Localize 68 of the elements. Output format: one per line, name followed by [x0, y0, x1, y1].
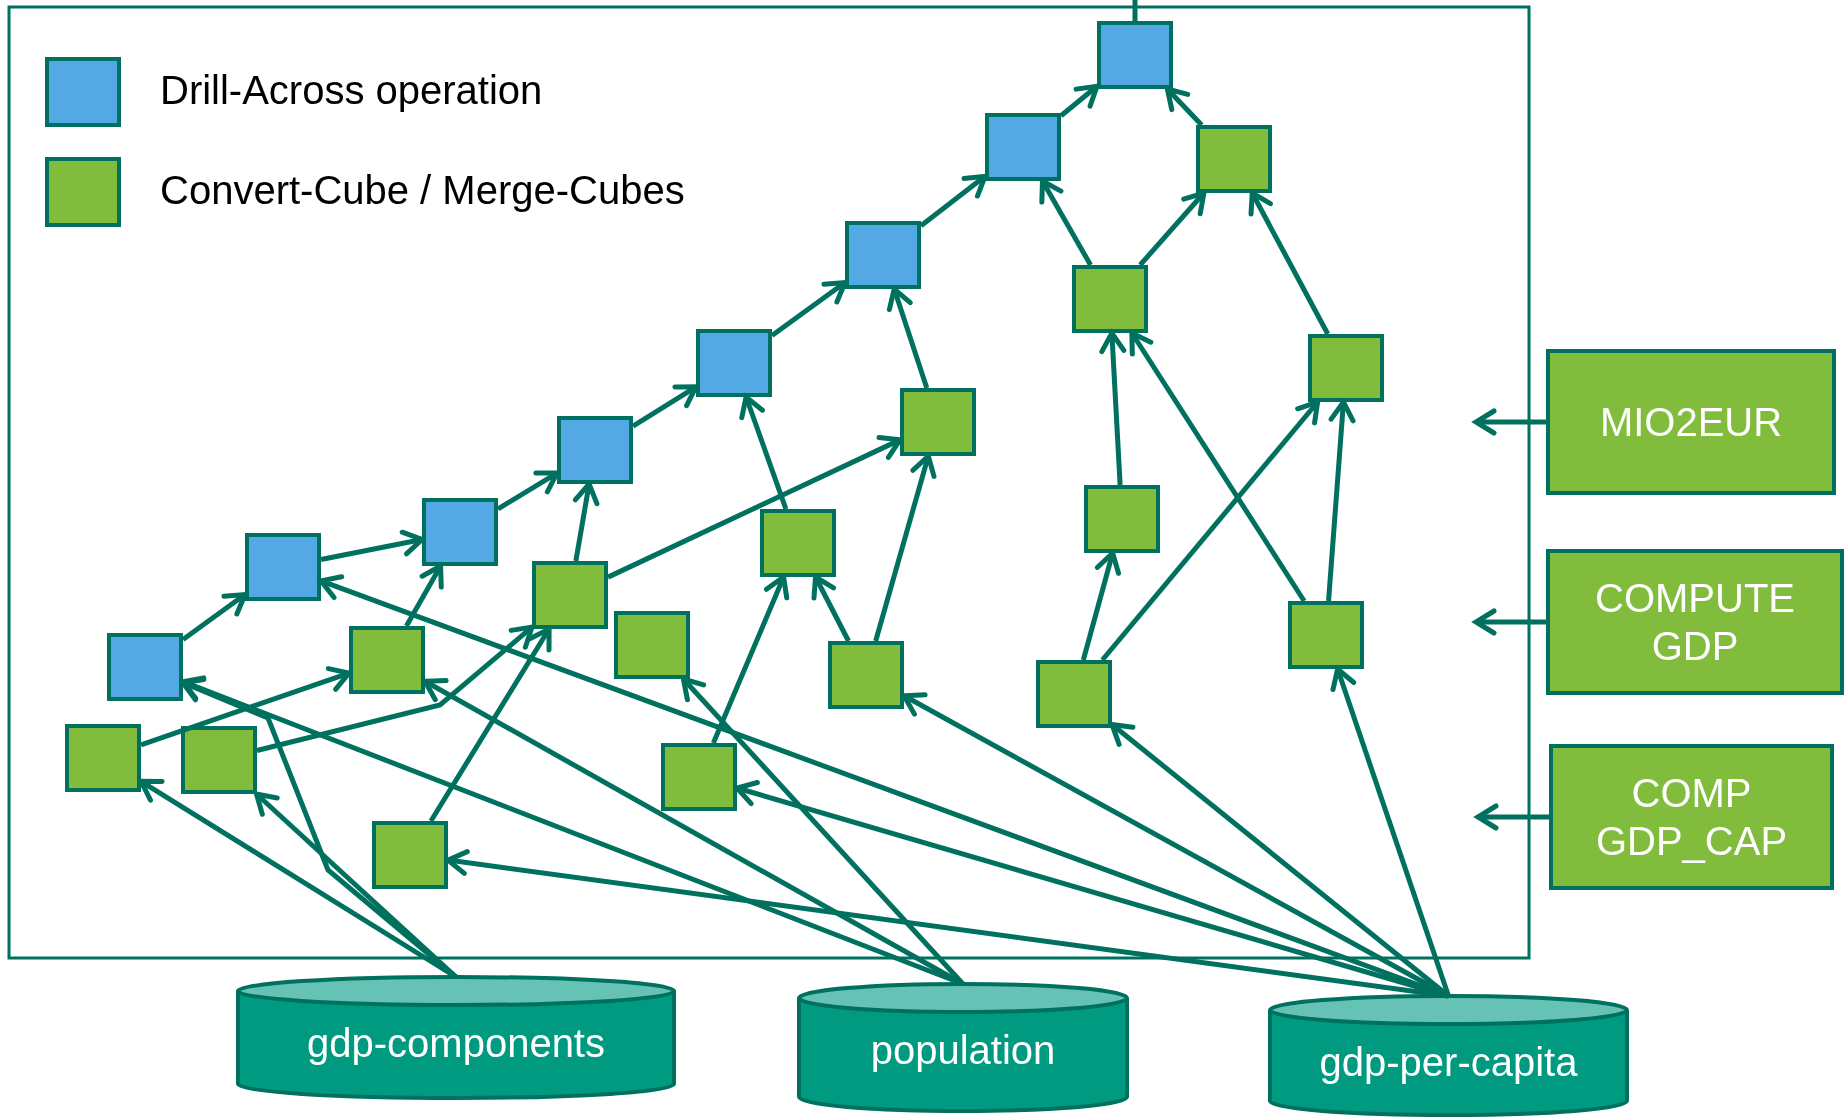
arrow — [1326, 399, 1356, 602]
arrow — [1330, 666, 1451, 997]
cube-box — [900, 388, 976, 456]
arrow — [631, 384, 699, 429]
cube-box — [1308, 334, 1384, 402]
cube-box — [372, 821, 448, 889]
node-label: gdp-components — [306, 1020, 606, 1067]
connector-line — [1132, 0, 1138, 21]
arrow — [428, 626, 552, 823]
arrow — [181, 592, 248, 642]
cube-box — [1288, 601, 1364, 669]
arrow — [496, 470, 560, 512]
arrow — [1099, 330, 1127, 486]
node-label: population — [869, 1027, 1057, 1074]
cube-box — [614, 611, 690, 679]
arrow — [256, 624, 535, 753]
operation-box — [1546, 549, 1844, 695]
node-label: gdp-per-capita — [1318, 1039, 1579, 1086]
arrow — [1039, 178, 1093, 267]
arrow — [606, 435, 903, 580]
cube-box — [985, 113, 1061, 181]
cube-box — [828, 641, 904, 709]
node-label: COMP GDP_CAP — [1594, 770, 1789, 865]
arrow — [1473, 608, 1546, 636]
arrow — [1164, 86, 1204, 127]
cube-box — [349, 626, 425, 694]
arrow — [739, 394, 789, 510]
cube-box — [696, 329, 772, 397]
cube-box — [65, 724, 141, 792]
arrow — [140, 666, 352, 748]
cube-box — [1097, 21, 1173, 89]
cube-box — [1196, 125, 1272, 193]
arrow — [873, 453, 937, 642]
arrow — [886, 286, 930, 389]
arrow — [711, 574, 790, 744]
arrow — [1100, 399, 1321, 662]
operation-box — [1549, 744, 1834, 890]
arrow — [180, 675, 964, 987]
cube-box — [760, 509, 836, 577]
cube-box — [1084, 485, 1160, 553]
cube-box — [181, 726, 257, 794]
arrow — [1080, 550, 1121, 661]
arrow — [1473, 408, 1546, 436]
arrow — [1138, 190, 1207, 267]
cube-box — [107, 633, 183, 701]
cube-box — [245, 533, 321, 601]
arrow — [1475, 803, 1549, 831]
arrow — [572, 481, 600, 562]
arrow — [770, 280, 848, 338]
cube-box — [1036, 660, 1112, 728]
arrow — [404, 563, 444, 628]
legend-label: Convert-Cube / Merge-Cubes — [160, 168, 685, 213]
node-label: COMPUTE GDP — [1594, 575, 1796, 670]
arrow — [320, 529, 425, 562]
arrow — [919, 173, 988, 228]
cube-box — [422, 498, 498, 566]
cube-box — [532, 561, 608, 629]
cube-box — [557, 416, 633, 484]
arrow — [811, 574, 851, 643]
cube-box — [661, 743, 737, 811]
arrow — [1129, 330, 1307, 603]
arrow — [1059, 83, 1100, 118]
arrow — [1248, 190, 1330, 336]
node-label: MIO2EUR — [1599, 399, 1783, 446]
cube-box — [1072, 265, 1148, 333]
operation-box — [1546, 349, 1836, 495]
legend-label: Drill-Across operation — [160, 68, 543, 113]
cube-box — [845, 221, 921, 289]
